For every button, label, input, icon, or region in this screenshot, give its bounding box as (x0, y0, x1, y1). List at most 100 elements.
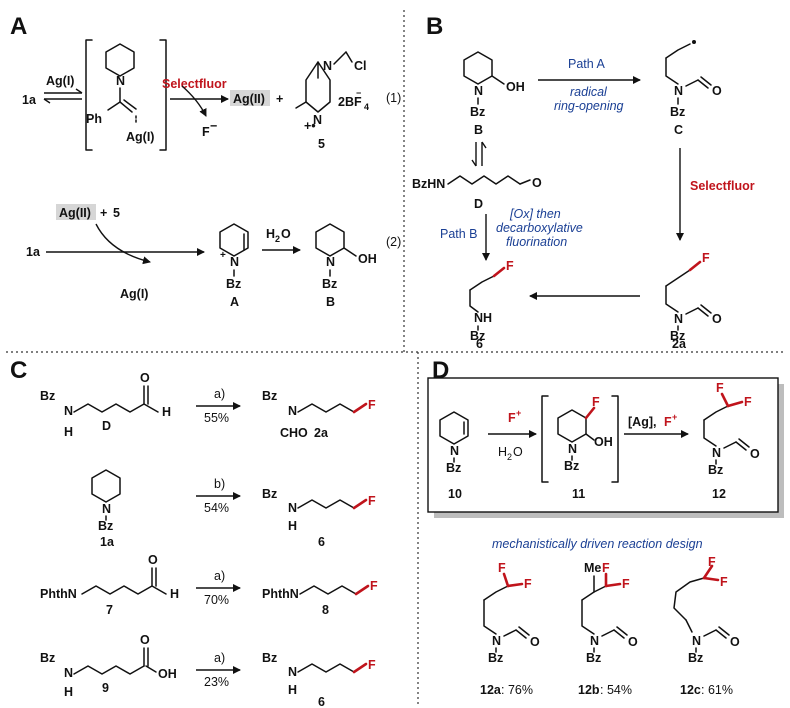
d-12c-o: O (730, 635, 740, 649)
d-12c-n: N (692, 634, 701, 648)
a-agII: Ag(II) (233, 92, 265, 106)
c4-yield: 23% (204, 675, 229, 689)
d-12a-f1: F (498, 561, 506, 575)
d-12b-o: O (628, 635, 638, 649)
a-plus: + (276, 92, 283, 106)
a-complex-n: N (116, 74, 125, 88)
d-fplus-sup: + (516, 408, 521, 418)
a2-n-b: N (326, 255, 335, 269)
c3-cond: a) (214, 569, 225, 583)
c1-o: O (140, 371, 150, 385)
d-o-12: O (750, 447, 760, 461)
b-nh-6: NH (474, 311, 492, 325)
a-5-n-top: N (323, 59, 332, 73)
d-label-11: 11 (572, 487, 585, 501)
b-f-6: F (506, 259, 514, 273)
d-12c-bz: Bz (688, 651, 703, 665)
c1-left-label: D (102, 419, 111, 433)
d-oh-11: OH (594, 435, 613, 449)
c3-o: O (148, 553, 158, 567)
c2-f: F (368, 494, 376, 508)
d-ag-f: F (664, 415, 672, 429)
b-ox-1: [Ox] then (509, 207, 561, 221)
d-label-12: 12 (712, 487, 726, 501)
d-f2-12: F (744, 395, 752, 409)
c3-r-phthn: PhthN (262, 587, 299, 601)
a2-water-o: O (281, 227, 291, 241)
c2-right-label: 6 (318, 535, 325, 549)
b-ox-2: decarboxylative (496, 221, 583, 235)
d-n-10: N (450, 444, 459, 458)
b-path-b: Path B (440, 227, 478, 241)
a-agI-bound: Ag(I) (126, 130, 154, 144)
d-12b-me: Me (584, 561, 601, 575)
panel-label-d: D (432, 357, 449, 384)
c4-left-label: 9 (102, 681, 109, 695)
c1-f: F (368, 398, 376, 412)
a2-five: 5 (113, 206, 120, 220)
c4-cond: a) (214, 651, 225, 665)
c1-ald-h: H (162, 405, 171, 419)
d-12a-yield: : 76% (501, 683, 533, 697)
c3-left-label: 7 (106, 603, 113, 617)
c1-n: N (64, 404, 73, 418)
d-12a-label: 12a (480, 683, 502, 697)
d-12c-yield: : 61% (701, 683, 733, 697)
c4-r-bz: Bz (262, 651, 277, 665)
a2-water-sub: 2 (275, 234, 280, 244)
b-n-b: N (474, 84, 483, 98)
b-label-c: C (674, 123, 683, 137)
d-12a-bz: Bz (488, 651, 503, 665)
d-f-11: F (592, 395, 600, 409)
a2-n-a: N (230, 255, 239, 269)
d-12c-f1: F (708, 555, 716, 569)
b-o-d: O (532, 176, 542, 190)
a2-agII: Ag(II) (59, 206, 91, 220)
c2-r-h: H (288, 519, 297, 533)
a2-start: 1a (26, 245, 41, 259)
a-selectfluor: Selectfluor (162, 77, 227, 91)
c4-h: H (64, 685, 73, 699)
d-bz-10: Bz (446, 461, 461, 475)
d-label-10: 10 (448, 487, 462, 501)
c4-bz: Bz (40, 651, 55, 665)
c4-oh: OH (158, 667, 177, 681)
b-label-b: B (474, 123, 483, 137)
a-ph: Ph (86, 112, 102, 126)
d-n-12: N (712, 446, 721, 460)
c4-r-n: N (288, 665, 297, 679)
c1-r-n: N (288, 404, 297, 418)
c3-phthn: PhthN (40, 587, 77, 601)
c1-right-label: 2a (314, 426, 329, 440)
d-n-11: N (568, 442, 577, 456)
a-eq2: (2) (386, 235, 401, 249)
c2-r-bz: Bz (262, 487, 277, 501)
d-fplus: F (508, 411, 516, 425)
d-water: H (498, 445, 507, 459)
d-12a-n: N (492, 634, 501, 648)
a2-plus: + (100, 206, 107, 220)
a2-water: H (266, 227, 275, 241)
a2-n-plus: + (220, 250, 226, 261)
c4-r-h: H (288, 683, 297, 697)
b-n-c: N (674, 84, 683, 98)
b-label-2a: 2a (672, 337, 687, 351)
d-bz-11: Bz (564, 459, 579, 473)
b-n-2a: N (674, 312, 683, 326)
c1-cho: CHO (280, 426, 308, 440)
panel-label-c: C (10, 357, 27, 384)
a-eq1: (1) (386, 91, 401, 105)
c1-bz: Bz (40, 389, 55, 403)
a-5-radical-cation: +• (304, 119, 316, 133)
a-agI-reagent: Ag(I) (46, 74, 74, 88)
d-bz-12: Bz (708, 463, 723, 477)
b-o-2a: O (712, 312, 722, 326)
d-ag-f-sup: + (672, 412, 677, 422)
d-f1-12: F (716, 381, 724, 395)
panel-c: Bz N H O H D a) 55% Bz N F CHO 2a N Bz 1… (40, 371, 378, 708)
a-fluoride: F (202, 125, 210, 139)
a-5-n-bot: N (313, 113, 322, 127)
b-path-a: Path A (568, 57, 605, 71)
c1-h: H (64, 425, 73, 439)
